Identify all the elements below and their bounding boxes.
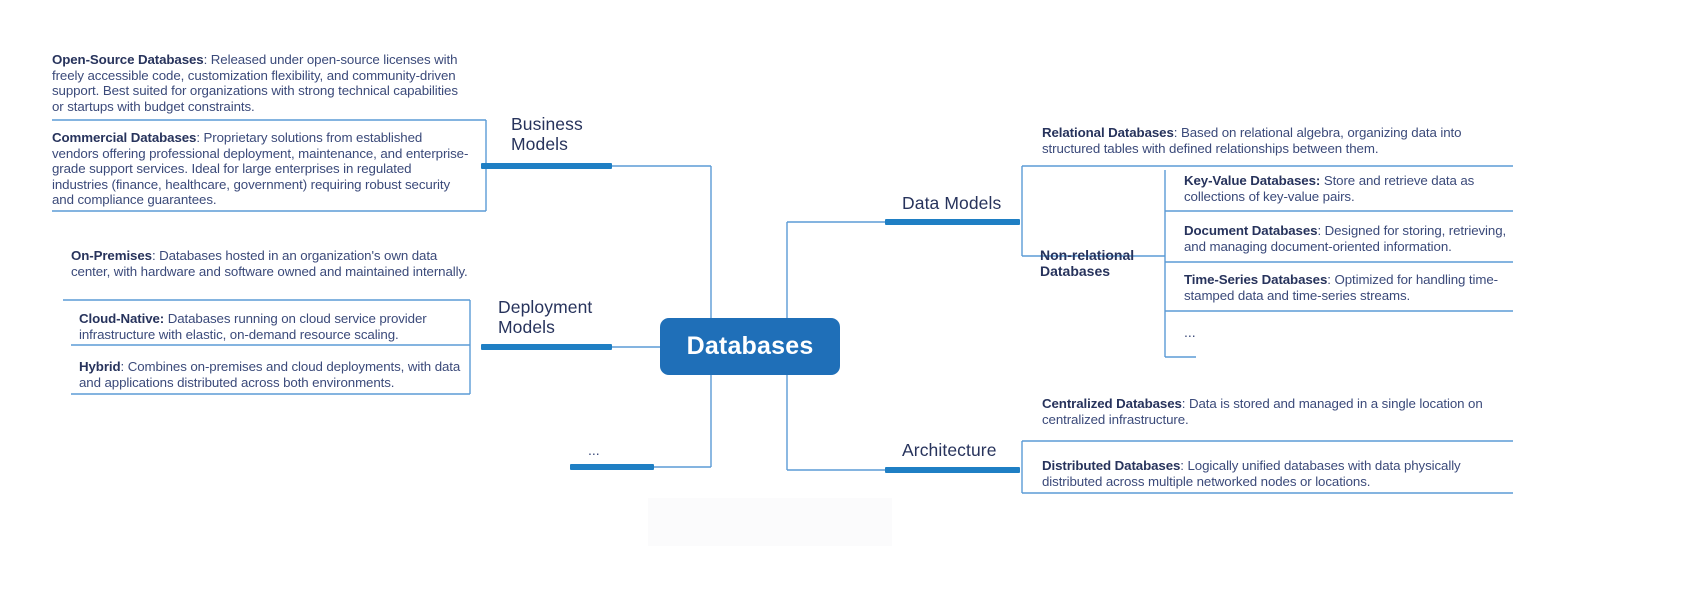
leaf-data-models-more[interactable]: ... bbox=[1184, 324, 1196, 340]
leaf-title: Distributed Databases bbox=[1042, 458, 1181, 473]
leaf-text: : Designed for storing, retrieving, and … bbox=[1184, 223, 1507, 254]
watermark-band bbox=[648, 498, 892, 546]
leaf-title: Key-Value Databases: bbox=[1184, 173, 1321, 188]
leaf-title: Open-Source Databases bbox=[52, 52, 204, 67]
branch-label-deployment-models[interactable]: Deployment Models bbox=[498, 297, 593, 337]
leaf-distributed-databases[interactable]: Distributed Databases: Logically unified… bbox=[1042, 458, 1512, 489]
leaf-text: : Logically unified databases with data … bbox=[1042, 458, 1461, 489]
branch-label-data-models[interactable]: Data Models bbox=[902, 193, 1002, 213]
leaf-title: Commercial Databases bbox=[52, 130, 197, 145]
leaf-commercial-databases[interactable]: Commercial Databases: Proprietary soluti… bbox=[52, 130, 470, 208]
leaf-title: On-Premises bbox=[71, 248, 152, 263]
leaf-title: Time-Series Databases bbox=[1184, 272, 1328, 287]
leaf-text: : Released under open-source licenses wi… bbox=[52, 52, 458, 114]
leaf-text: : Data is stored and managed in a single… bbox=[1042, 396, 1483, 427]
leaf-open-source-databases[interactable]: Open-Source Databases: Released under op… bbox=[52, 52, 472, 114]
leaf-text: : Combines on-premises and cloud deploym… bbox=[79, 359, 461, 390]
leaf-title: Hybrid bbox=[79, 359, 121, 374]
branch-stub-data-models bbox=[885, 219, 1020, 225]
leaf-title: Cloud-Native: bbox=[79, 311, 165, 326]
leaf-key-value-databases[interactable]: Key-Value Databases: Store and retrieve … bbox=[1184, 173, 1514, 204]
leaf-text: Store and retrieve data as collections o… bbox=[1184, 173, 1475, 204]
leaf-hybrid[interactable]: Hybrid: Combines on-premises and cloud d… bbox=[79, 359, 471, 390]
branch-stub-architecture bbox=[885, 467, 1020, 473]
leaf-title: Relational Databases bbox=[1042, 125, 1174, 140]
leaf-text: : Databases hosted in an organization's … bbox=[71, 248, 468, 279]
leaf-title: Document Databases bbox=[1184, 223, 1318, 238]
branch-label-architecture[interactable]: Architecture bbox=[902, 440, 997, 460]
leaf-time-series-databases[interactable]: Time-Series Databases: Optimized for han… bbox=[1184, 272, 1514, 303]
leaf-text: : Based on relational algebra, organizin… bbox=[1042, 125, 1462, 156]
leaf-text: : Optimized for handling time-stamped da… bbox=[1184, 272, 1498, 303]
central-node[interactable]: Databases bbox=[660, 318, 840, 375]
central-node-label: Databases bbox=[686, 332, 814, 360]
branch-stub-more bbox=[570, 464, 654, 470]
leaf-title: Centralized Databases bbox=[1042, 396, 1182, 411]
branch-stub-business-models bbox=[481, 163, 612, 169]
branch-label-more[interactable]: ... bbox=[588, 442, 600, 458]
leaf-relational-databases[interactable]: Relational Databases: Based on relationa… bbox=[1042, 125, 1512, 156]
leaf-on-premises[interactable]: On-Premises: Databases hosted in an orga… bbox=[71, 248, 471, 279]
leaf-text: : Proprietary solutions from established… bbox=[52, 130, 469, 208]
leaf-centralized-databases[interactable]: Centralized Databases: Data is stored an… bbox=[1042, 396, 1512, 427]
branch-label-business-models[interactable]: Business Models bbox=[511, 114, 583, 154]
branch-stub-deployment-models bbox=[481, 344, 612, 350]
leaf-cloud-native[interactable]: Cloud-Native: Databases running on cloud… bbox=[79, 311, 471, 342]
leaf-text: Databases running on cloud service provi… bbox=[79, 311, 427, 342]
sub-branch-label-non-relational[interactable]: Non-relational Databases bbox=[1040, 247, 1135, 279]
leaf-document-databases[interactable]: Document Databases: Designed for storing… bbox=[1184, 223, 1514, 254]
